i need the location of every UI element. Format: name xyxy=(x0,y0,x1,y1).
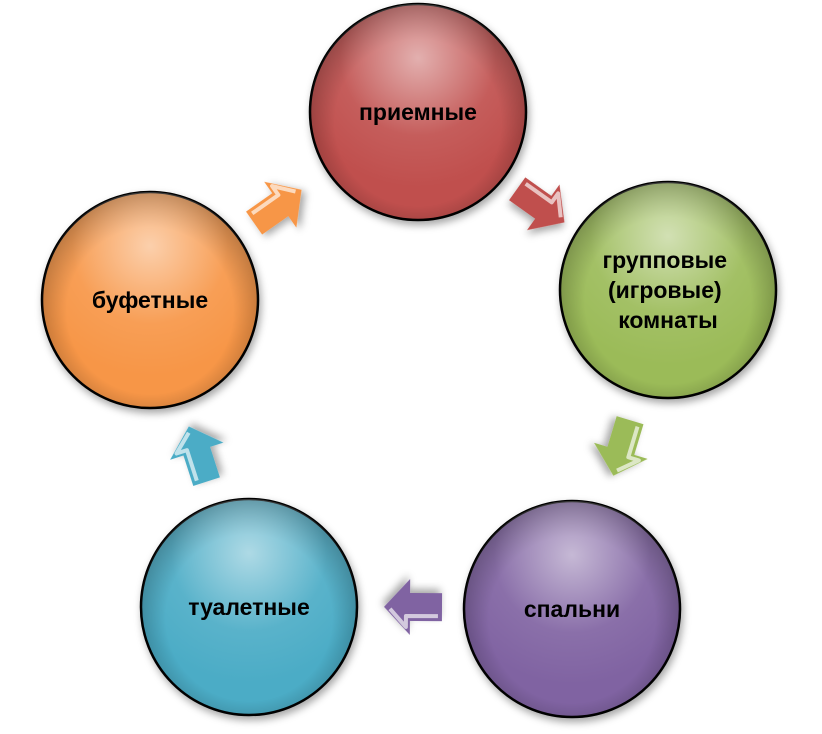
arrow-priemnye-to-gruppovye xyxy=(509,177,565,231)
arrow-body xyxy=(594,416,648,476)
node-label-spalni: спальни xyxy=(524,596,620,622)
node-label-gruppovye: групповые (игровые) комнаты xyxy=(603,247,734,333)
arrow-gruppovye-to-spalni xyxy=(594,416,648,476)
arrow-highlight xyxy=(251,184,296,216)
arrow-body xyxy=(509,177,565,231)
node-bufetnye: буфетные xyxy=(40,190,260,410)
node-spalni: спальни xyxy=(462,499,682,719)
arrow-tualetnye-to-bufetnye xyxy=(170,426,224,486)
node-label-bufetnye: буфетные xyxy=(92,287,208,313)
node-gruppovye: групповые (игровые) комнаты xyxy=(558,180,778,400)
arrow-body xyxy=(384,578,443,635)
node-priemnye: приемные xyxy=(308,2,528,222)
arrow-highlight xyxy=(616,426,641,473)
node-label-priemnye: приемные xyxy=(359,99,477,125)
arrow-body xyxy=(246,181,302,235)
node-label-tualetnye: туалетные xyxy=(188,594,310,620)
arrow-spalni-to-tualetnye xyxy=(384,578,443,635)
arrow-highlight xyxy=(388,607,438,629)
arrow-highlight xyxy=(174,431,199,482)
arrow-bufetnye-to-priemnye xyxy=(246,181,302,235)
node-tualetnye: туалетные xyxy=(139,497,359,717)
arrow-highlight xyxy=(524,182,563,218)
